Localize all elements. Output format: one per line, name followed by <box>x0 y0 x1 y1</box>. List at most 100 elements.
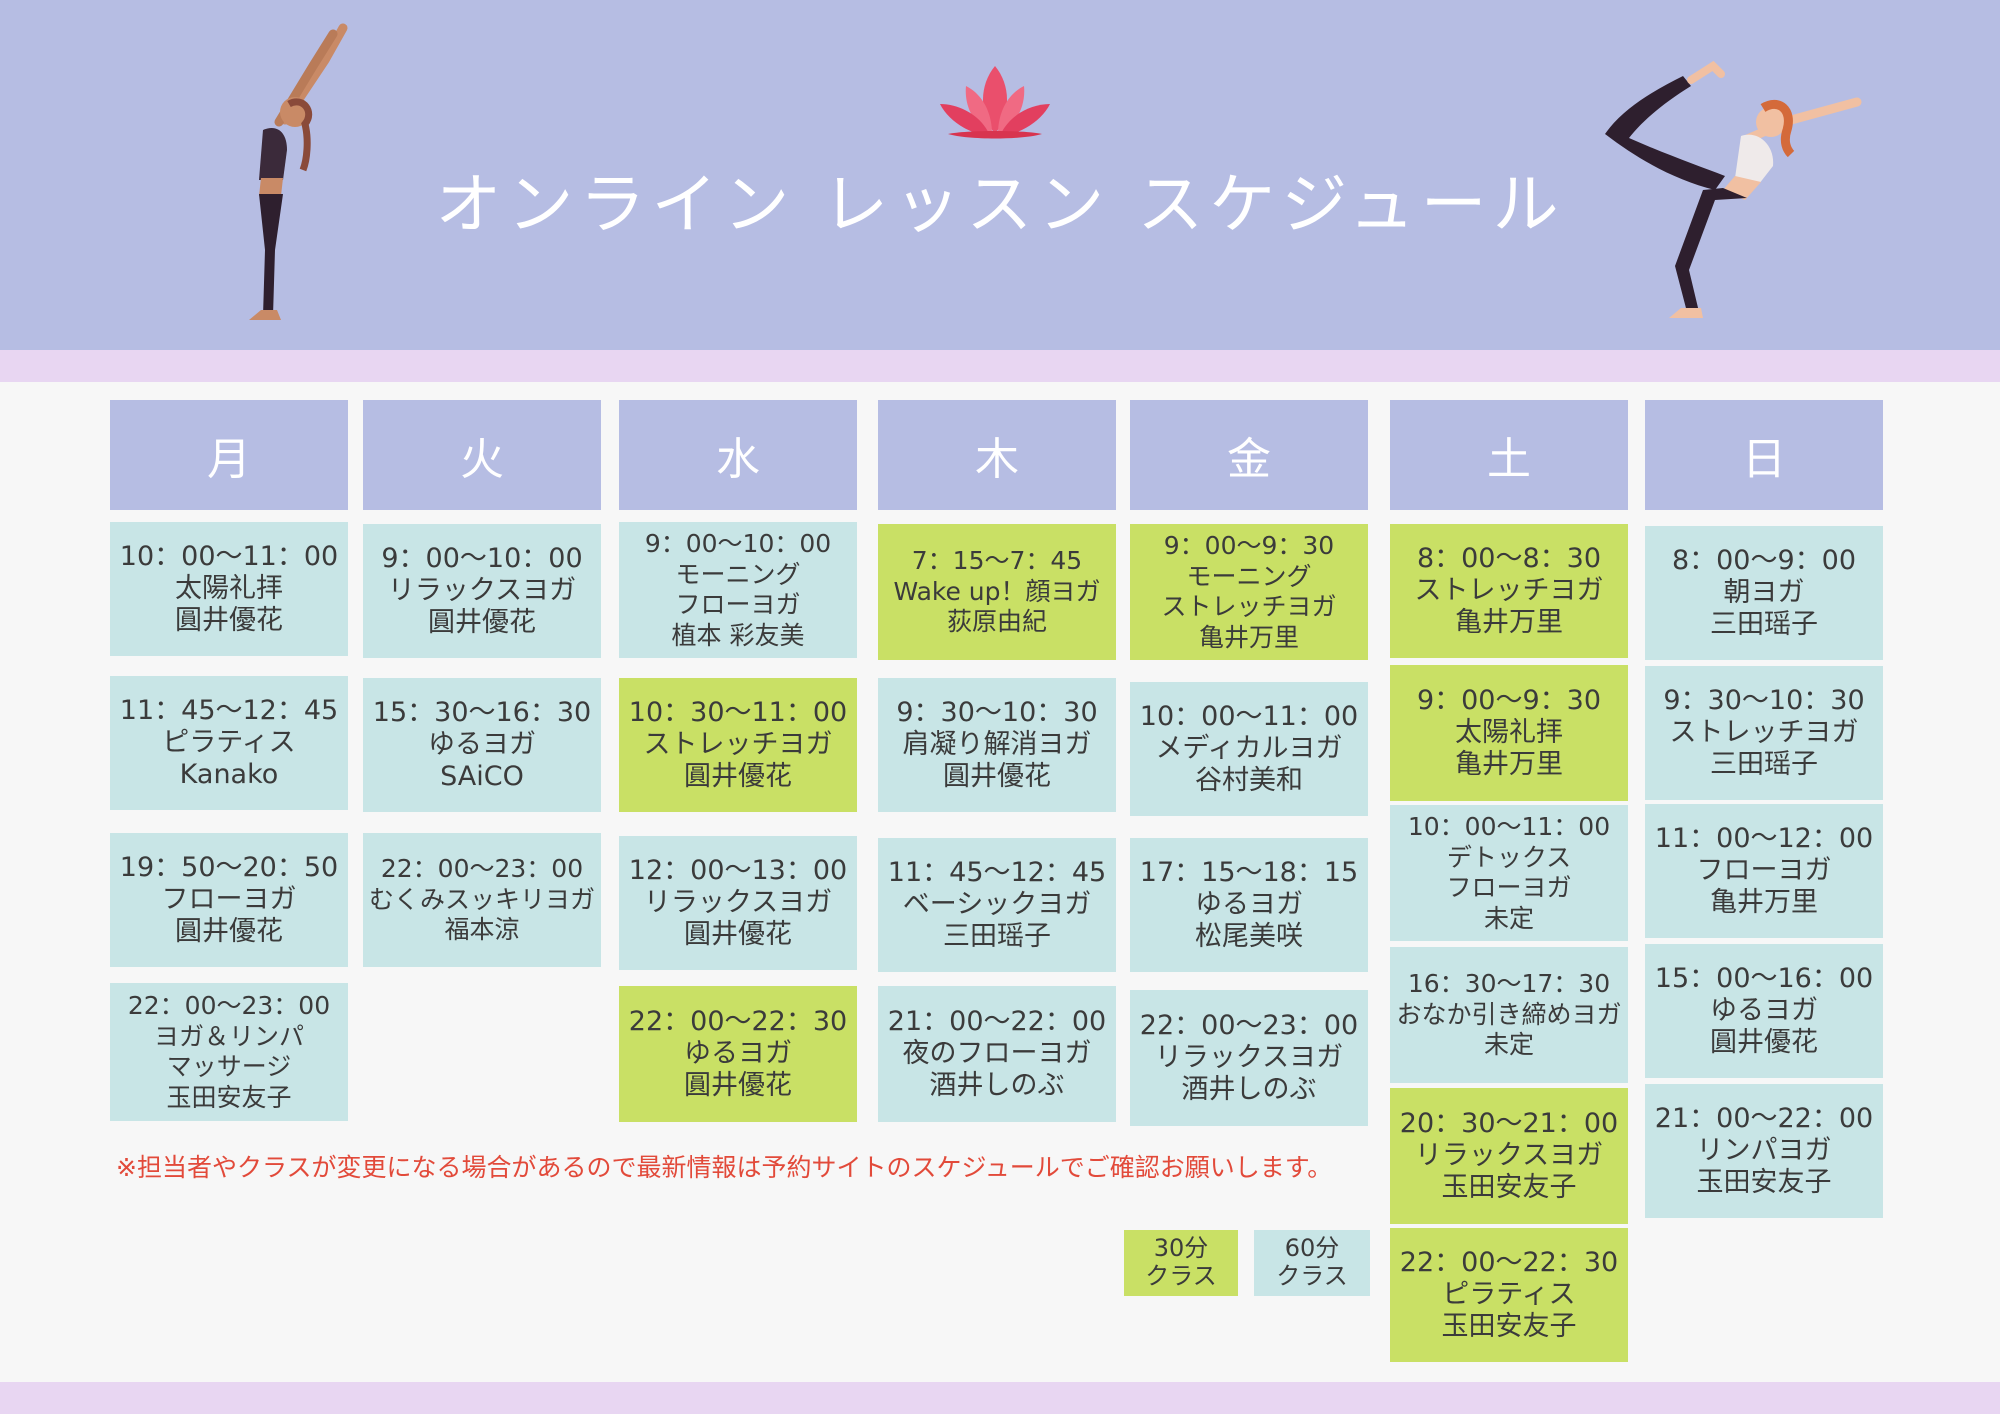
class-name: むくみスッキリヨガ <box>368 884 595 914</box>
class-teacher: 松尾美咲 <box>1195 920 1303 952</box>
class-name: モーニング <box>1186 561 1312 591</box>
class-time: 22：00〜23：00 <box>127 991 331 1020</box>
class-time: 11：00〜12：00 <box>1654 823 1874 855</box>
class-teacher: 三田瑶子 <box>943 920 1051 952</box>
class-name: モーニング <box>675 559 801 589</box>
class-time: 10：30〜11：00 <box>628 697 848 729</box>
class-time: 22：00〜22：30 <box>628 1006 848 1038</box>
day-header: 水 <box>619 400 857 510</box>
class-teacher: 亀井万里 <box>1198 622 1299 652</box>
class-time: 9：00〜10：00 <box>644 529 832 558</box>
class-name: 太陽礼拝 <box>1455 717 1563 749</box>
class-name: 太陽礼拝 <box>175 573 283 605</box>
class-name: ゆるヨガ <box>1710 995 1818 1027</box>
class-name: Wake up！顔ヨガ <box>893 576 1101 606</box>
class-time: 10：00〜11：00 <box>1139 701 1359 733</box>
class-name: リラックスヨガ <box>387 575 577 607</box>
class-teacher: SAiCO <box>440 760 524 792</box>
class-name2: フローヨガ <box>1446 873 1572 902</box>
class-name: リラックスヨガ <box>1414 1140 1604 1172</box>
class-name: デトックス <box>1446 842 1572 872</box>
class-teacher: 玉田安友子 <box>1441 1171 1577 1203</box>
class-name: ゆるヨガ <box>1195 889 1303 921</box>
class-time: 9：00〜9：30 <box>1416 685 1602 717</box>
class-name: 肩凝り解消ヨガ <box>902 729 1092 761</box>
day-header: 金 <box>1130 400 1368 510</box>
class-time: 10：00〜11：00 <box>1407 812 1611 841</box>
class-teacher: 酒井しのぶ <box>929 1069 1065 1101</box>
class-time: 15：30〜16：30 <box>372 697 592 729</box>
footer-band <box>0 1382 2000 1414</box>
class-name: 朝ヨガ <box>1723 577 1805 609</box>
legend-item-30min: 30分クラス <box>1124 1230 1238 1296</box>
yoga-pose-standing-backbend-illustration <box>249 23 348 320</box>
class-name: リラックスヨガ <box>643 887 833 919</box>
class-teacher: 荻原由紀 <box>946 607 1047 637</box>
class-time: 7：15〜7：45 <box>911 546 1083 576</box>
class-name: ストレッチヨガ <box>1414 575 1604 607</box>
class-teacher: 玉田安友子 <box>1696 1166 1832 1198</box>
class-time: 8：00〜8：30 <box>1416 543 1602 575</box>
class-time: 9：00〜9：30 <box>1163 531 1335 560</box>
class-teacher: 圓井優花 <box>175 604 283 636</box>
legend-line1: 30分 <box>1153 1234 1209 1263</box>
class-name: ストレッチヨガ <box>643 729 833 761</box>
class-teacher: 酒井しのぶ <box>1181 1073 1317 1105</box>
class-name: ストレッチヨガ <box>1669 717 1859 749</box>
class-teacher: 未定 <box>1483 1030 1534 1060</box>
class-time: 21：00〜22：00 <box>1654 1103 1874 1135</box>
class-teacher: 亀井万里 <box>1455 748 1563 780</box>
class-time: 19：50〜20：50 <box>119 852 339 884</box>
day-header: 日 <box>1645 400 1883 510</box>
class-teacher: 圓井優花 <box>684 918 792 950</box>
class-name: ピラティス <box>1442 1279 1576 1311</box>
class-name: リンパヨガ <box>1696 1135 1832 1167</box>
class-teacher: 植本 彩友美 <box>671 620 805 650</box>
class-time: 22：00〜23：00 <box>380 854 584 884</box>
class-time: 20：30〜21：00 <box>1399 1108 1619 1140</box>
day-header: 土 <box>1390 400 1628 510</box>
class-time: 12：00〜13：00 <box>628 855 848 887</box>
class-name2: ストレッチヨガ <box>1161 592 1337 621</box>
class-time: 9：30〜10：30 <box>896 697 1098 729</box>
page-title: オンライン レッスン スケジュール <box>435 166 1565 243</box>
header-banner <box>0 0 2000 350</box>
class-name: ベーシックヨガ <box>902 889 1092 921</box>
class-name: ピラティス <box>162 727 296 759</box>
class-time: 22：00〜22：30 <box>1399 1247 1619 1279</box>
class-teacher: 三田瑶子 <box>1710 608 1818 640</box>
legend-item-60min: 60分クラス <box>1254 1230 1370 1296</box>
class-time: 15：00〜16：00 <box>1654 963 1874 995</box>
class-time: 8：00〜9：00 <box>1671 545 1857 577</box>
legend-line1: 60分 <box>1284 1234 1340 1263</box>
class-time: 16：30〜17：30 <box>1407 969 1611 999</box>
class-name: リラックスヨガ <box>1154 1042 1344 1074</box>
class-name: おなか引き締めヨガ <box>1396 999 1622 1029</box>
class-name: フローヨガ <box>1696 855 1832 887</box>
schedule-note: ※担当者やクラスが変更になる場合があるので最新情報は予約サイトのスケジュールでご… <box>116 1153 1333 1182</box>
class-time: 22：00〜23：00 <box>1139 1010 1359 1042</box>
day-header: 火 <box>363 400 601 510</box>
class-teacher: 圓井優花 <box>943 760 1051 792</box>
